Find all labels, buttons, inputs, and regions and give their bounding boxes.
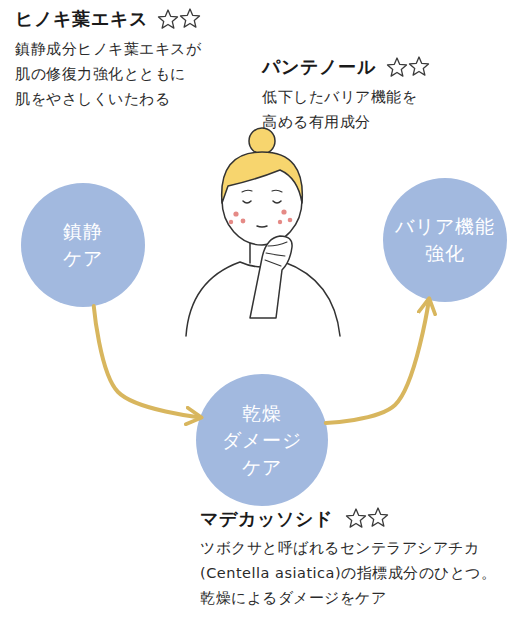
circle-label: 乾燥 ダメージ ケア <box>219 400 305 481</box>
fingers <box>265 242 287 266</box>
step-circle: 鎮静 ケア <box>21 183 145 307</box>
girl-illustration <box>186 128 340 336</box>
hair-bun <box>249 128 275 154</box>
star-icon <box>158 10 177 28</box>
circle-label: 鎮静 ケア <box>58 218 108 272</box>
step-circle: 乾燥 ダメージ ケア <box>196 374 328 506</box>
skin-spots <box>229 209 293 224</box>
ingredient-description: 低下したバリア機能を 高める有用成分 <box>262 85 462 135</box>
curved-arrow <box>94 306 200 417</box>
circle-fill <box>21 183 145 307</box>
eyes <box>243 201 281 203</box>
star-icon <box>180 9 199 27</box>
circle-fill <box>196 374 328 506</box>
star-icon <box>346 509 365 527</box>
hand <box>250 236 292 318</box>
circle-fill <box>383 178 507 302</box>
ingredient-description: 鎮静成分ヒノキ葉エキスが 肌の修復力強化とともに 肌をやさしくいたわる <box>15 37 207 112</box>
ingredient-heading: ヒノキ葉エキス <box>15 6 148 32</box>
curved-arrow <box>326 300 429 423</box>
ingredient-description: ツボクサと呼ばれるセンテラアシアチカ (Centella asiatica)の指… <box>200 536 520 611</box>
circle-label: バリア機能 強化 <box>392 213 498 267</box>
eyebrows <box>242 190 282 192</box>
hair <box>222 152 303 203</box>
step-circle: バリア機能 強化 <box>383 178 507 302</box>
mouth <box>257 226 267 227</box>
star-icon <box>368 508 387 526</box>
star-rating <box>387 57 428 76</box>
star-icon <box>409 57 428 75</box>
ingredient-heading: パンテノール <box>262 54 376 80</box>
ingredient-heading: マデカッソシド <box>200 506 333 532</box>
circle-outline <box>21 183 145 307</box>
circle-outline <box>383 178 507 302</box>
star-rating <box>346 508 387 527</box>
star-rating <box>158 9 199 28</box>
star-icon <box>387 58 406 76</box>
